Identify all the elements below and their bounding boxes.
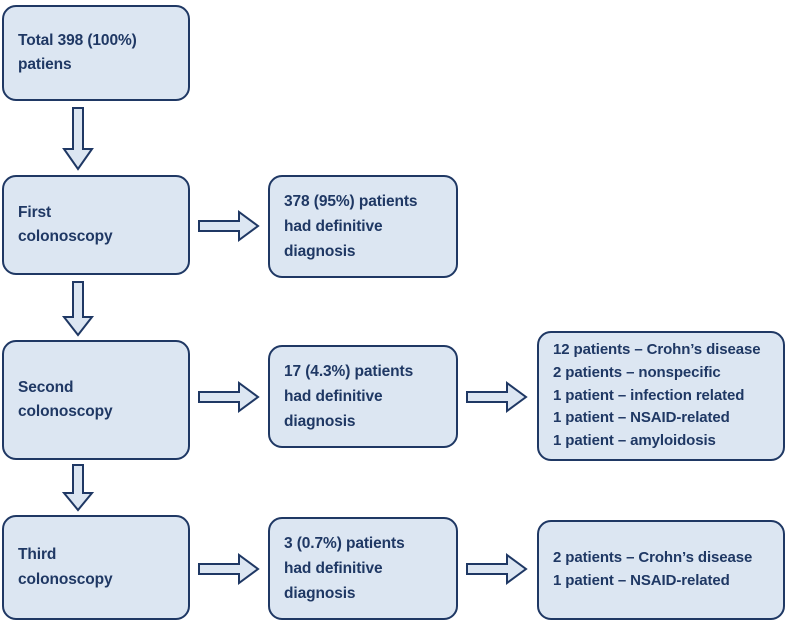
first-result-line-3: diagnosis	[284, 243, 356, 261]
arrow-third-colonoscopy-to-result	[198, 553, 260, 585]
first-colonoscopy-box: First colonoscopy	[2, 175, 190, 275]
third-detail-box: 2 patients – Crohn’s disease 1 patient –…	[537, 520, 785, 620]
second-result-line-2: had definitive	[284, 387, 383, 405]
second-colonoscopy-line-1: Second	[18, 378, 74, 396]
second-detail-line-3: 1 patient – infection related	[553, 386, 745, 404]
total-patients-line-1: Total 398 (100%)	[18, 31, 137, 49]
third-result-line-1: 3 (0.7%) patients	[284, 534, 405, 552]
arrow-second-to-third-colonoscopy	[61, 464, 95, 512]
third-colonoscopy-line-1: Third	[18, 546, 57, 564]
second-detail-line-5: 1 patient – amyloidosis	[553, 432, 716, 450]
first-result-box: 378 (95%) patients had definitive diagno…	[268, 175, 458, 278]
first-colonoscopy-line-1: First	[18, 203, 52, 221]
arrow-third-result-to-detail	[466, 553, 528, 585]
third-detail-line-2: 1 patient – NSAID-related	[553, 572, 730, 589]
first-result-line-1: 378 (95%) patients	[284, 192, 418, 210]
arrow-total-to-first-colonoscopy	[62, 107, 94, 171]
total-patients-box: Total 398 (100%) patiens	[2, 5, 190, 101]
second-colonoscopy-box: Second colonoscopy	[2, 340, 190, 460]
total-patients-line-2: patiens	[18, 56, 72, 73]
first-colonoscopy-line-2: colonoscopy	[18, 228, 113, 245]
second-detail-box: 12 patients – Crohn’s disease 2 patients…	[537, 331, 785, 461]
second-detail-line-4: 1 patient – NSAID-related	[553, 409, 730, 427]
second-result-box: 17 (4.3%) patients had definitive diagno…	[268, 345, 458, 448]
third-detail-line-1: 2 patients – Crohn’s disease	[553, 549, 753, 567]
second-result-line-1: 17 (4.3%) patients	[284, 362, 414, 380]
arrow-second-result-to-detail	[466, 381, 528, 413]
third-colonoscopy-line-2: colonoscopy	[18, 570, 113, 588]
third-result-line-2: had definitive	[284, 559, 383, 577]
arrow-first-to-second-colonoscopy	[61, 281, 95, 337]
second-detail-line-1: 12 patients – Crohn’s disease	[553, 341, 761, 358]
third-colonoscopy-box: Third colonoscopy	[2, 515, 190, 620]
second-result-line-3: diagnosis	[284, 413, 356, 431]
arrow-first-colonoscopy-to-result	[198, 210, 260, 242]
third-result-box: 3 (0.7%) patients had definitive diagnos…	[268, 517, 458, 620]
second-colonoscopy-line-2: colonoscopy	[18, 403, 113, 420]
third-result-line-3: diagnosis	[284, 585, 356, 603]
second-detail-line-2: 2 patients – nonspecific	[553, 363, 721, 381]
first-result-line-2: had definitive	[284, 217, 383, 235]
arrow-second-colonoscopy-to-result	[198, 381, 260, 413]
